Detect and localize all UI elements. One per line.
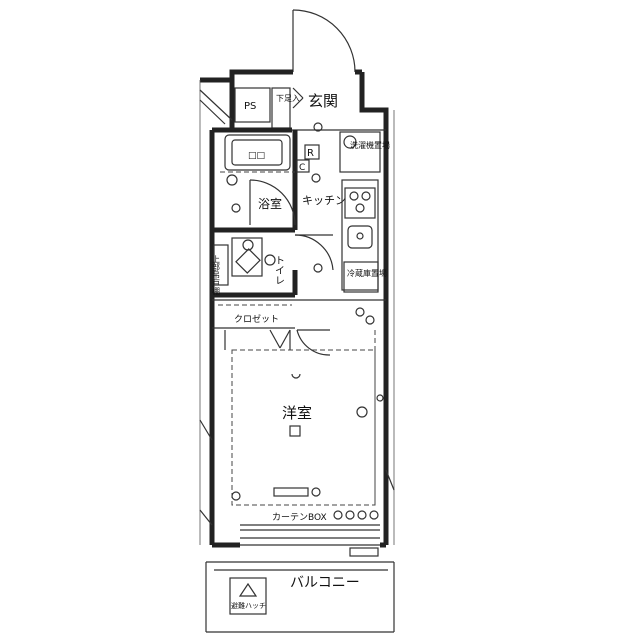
light-fixture-icon xyxy=(264,254,276,266)
light-fixture-icon xyxy=(231,203,241,213)
light-fixture-icon xyxy=(291,373,301,379)
outlet-icon xyxy=(356,406,368,418)
closet-label: クロゼット xyxy=(234,313,279,325)
outlet-icon xyxy=(231,491,241,501)
bathtub-icon xyxy=(224,134,291,171)
outer-walls xyxy=(199,69,395,548)
balcony-label: バルコニー xyxy=(290,575,360,591)
outlet-icon xyxy=(355,307,365,317)
outlet-icon xyxy=(313,263,323,273)
washer-label: 洗濯機置場 xyxy=(350,140,390,150)
hatch-label: 避難ハッチ xyxy=(231,601,266,610)
toilet-room: トイレ xyxy=(231,234,334,285)
r-mark-box xyxy=(304,144,320,160)
light-fixture-icon xyxy=(313,122,323,132)
c-mark-box xyxy=(296,159,310,173)
upper-cabinet-box xyxy=(213,244,229,286)
c-mark: C xyxy=(299,163,305,173)
yokushitsu-label: 浴室 xyxy=(258,196,282,211)
yoshitsu-label: 洋室 xyxy=(282,404,312,422)
kitchen-counter xyxy=(341,179,379,291)
ps-label: PS xyxy=(244,101,256,112)
tv-terminal-icon xyxy=(273,487,309,497)
outlet-icon xyxy=(311,487,321,497)
shoebox-label: 下足入 xyxy=(276,94,300,103)
bath-fixture-mark: □□ xyxy=(248,151,265,161)
curtain-box-label: カーテンBOX xyxy=(272,512,327,523)
drain-icon xyxy=(226,174,238,186)
evacuation-hatch-icon xyxy=(229,577,267,615)
western-room: 洋室 xyxy=(231,330,384,506)
shoebox-area: 下足入 xyxy=(271,87,300,129)
ceiling-light-icon xyxy=(289,425,301,437)
bathroom: □□ 浴室 xyxy=(220,134,296,226)
aircon-unit-icon xyxy=(349,547,379,557)
upper-cabinet-label: 上部吊戸棚 xyxy=(212,255,221,296)
refrigerator-mark: R xyxy=(307,148,314,159)
bedroom-door-icon xyxy=(296,329,331,356)
shoebox-text: 下足入 xyxy=(276,94,300,103)
stove-burner-icon xyxy=(344,187,376,219)
fridge-area: 冷蔵庫置場 xyxy=(343,261,387,293)
outlet-row xyxy=(333,510,379,520)
outlet-icon xyxy=(376,394,384,402)
sink-icon xyxy=(347,225,373,249)
light-fixture-icon xyxy=(311,173,321,183)
kitchen-label: キッチン xyxy=(302,194,346,207)
outlet-icon xyxy=(365,315,375,325)
partitions xyxy=(212,127,386,329)
closet: クロゼット xyxy=(218,304,292,350)
genkan-label: 玄関 xyxy=(308,92,338,110)
balcony: バルコニー 避難ハッチ xyxy=(205,561,395,633)
fridge-label: 冷蔵庫置場 xyxy=(347,268,387,278)
toilet-icon xyxy=(235,248,261,274)
washer-text: 洗濯機置場 xyxy=(350,140,390,150)
ps-area: PS xyxy=(234,87,271,123)
structure-hatch xyxy=(199,89,395,526)
entrance-door-icon xyxy=(286,9,362,75)
washer-area: 洗濯機置場 xyxy=(339,131,390,173)
toilet-label: トイレ xyxy=(273,255,285,285)
